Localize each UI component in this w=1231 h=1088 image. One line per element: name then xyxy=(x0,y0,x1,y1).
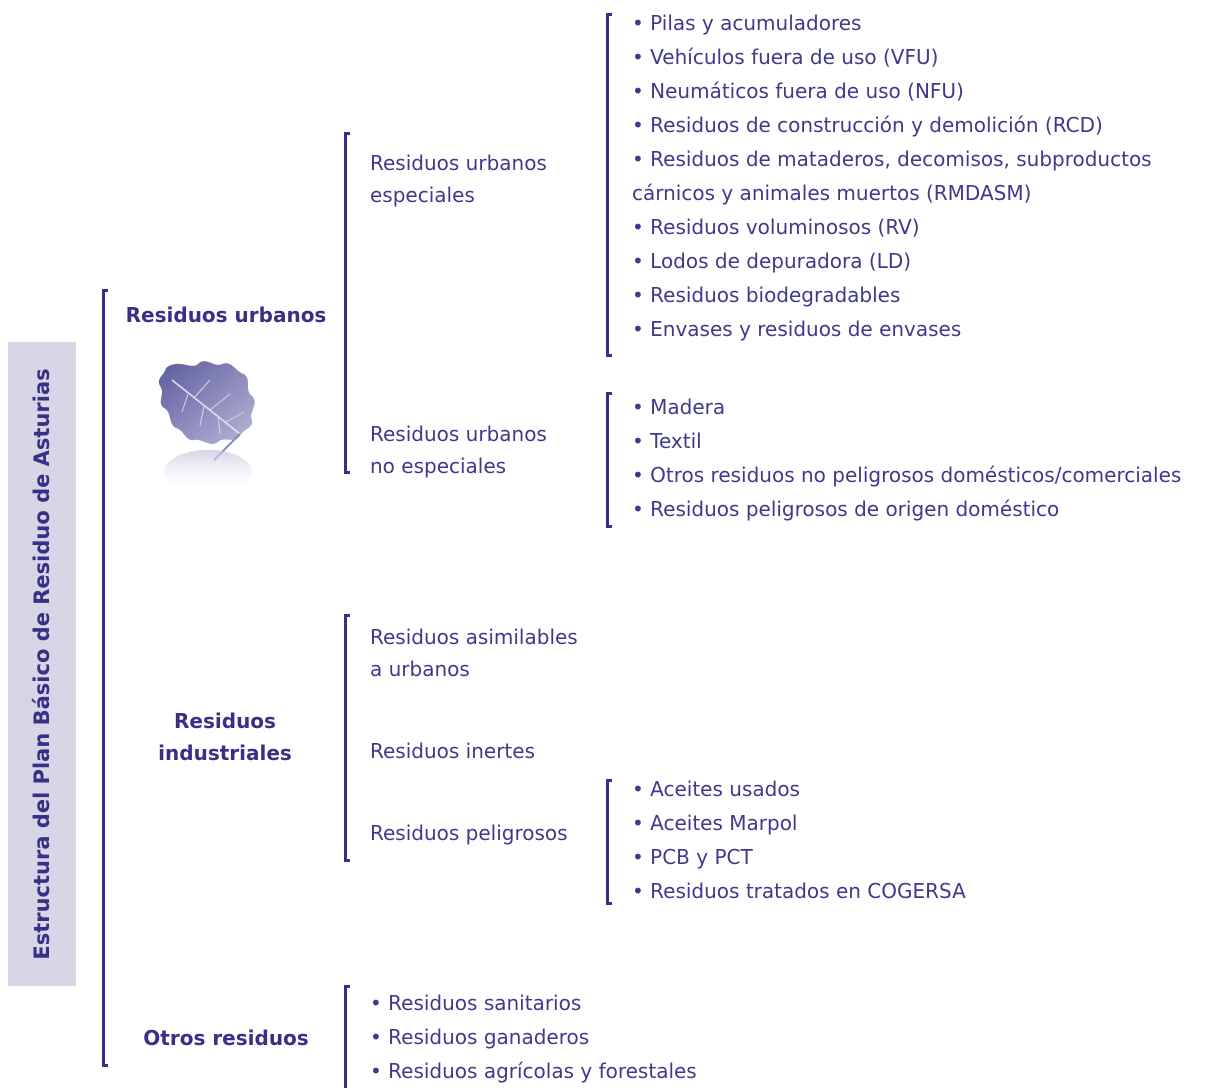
subcategory-asimilables: Residuos asimilables a urbanos xyxy=(370,625,578,681)
peligrosos-items-bracket xyxy=(606,779,612,905)
no-especiales-items-bracket xyxy=(606,392,612,528)
side-title: Estructura del Plan Básico de Residuo de… xyxy=(30,368,54,960)
side-title-box xyxy=(8,342,76,986)
list-item: • Residuos sanitarios xyxy=(370,991,582,1015)
list-item: • Residuos ganaderos xyxy=(370,1025,590,1049)
especiales-items-bracket xyxy=(606,13,612,357)
peligrosos-item-list: • Aceites usados • Aceites Marpol • PCB … xyxy=(632,772,966,908)
category-otros-residuos: Otros residuos xyxy=(143,1026,309,1050)
main-bracket xyxy=(102,289,108,1067)
otros-bracket xyxy=(344,985,350,1088)
industriales-bracket xyxy=(344,614,350,862)
list-item: • Residuos agrícolas y forestales xyxy=(370,1059,697,1083)
list-item: • Residuos tratados en COGERSA xyxy=(632,879,966,903)
subcategory-peligrosos: Residuos peligrosos xyxy=(370,821,568,845)
category-residuos-urbanos: Residuos urbanos xyxy=(125,303,327,327)
list-item: • Residuos peligrosos de origen doméstic… xyxy=(632,497,1060,521)
list-item: • Residuos biodegradables xyxy=(632,283,901,307)
list-item: • Aceites usados xyxy=(632,777,800,801)
list-item: • Envases y residuos de envases xyxy=(632,317,962,341)
list-item: • Neumáticos fuera de uso (NFU) xyxy=(632,79,964,103)
subcategory-urbanos-no-especiales: Residuos urbanos no especiales xyxy=(370,422,547,478)
list-item: • Residuos voluminosos (RV) xyxy=(632,215,920,239)
oak-leaf-icon xyxy=(158,361,255,494)
list-item: • Residuos de mataderos, decomisos, subp… xyxy=(632,147,1152,205)
list-item: • Lodos de depuradora (LD) xyxy=(632,249,912,273)
list-item: • Vehículos fuera de uso (VFU) xyxy=(632,45,939,69)
subcategory-inertes: Residuos inertes xyxy=(370,739,535,763)
category-residuos-industriales: Residuos industriales xyxy=(158,709,292,765)
list-item: • Madera xyxy=(632,395,726,419)
list-item: • PCB y PCT xyxy=(632,845,753,869)
otros-item-list: • Residuos sanitarios • Residuos ganader… xyxy=(370,986,697,1088)
especiales-item-list: • Pilas y acumuladores • Vehículos fuera… xyxy=(632,6,1228,346)
urbanos-bracket xyxy=(344,132,350,474)
list-item: • Otros residuos no peligrosos doméstico… xyxy=(632,463,1182,487)
list-item: • Textil xyxy=(632,429,702,453)
list-item: • Aceites Marpol xyxy=(632,811,798,835)
subcategory-urbanos-especiales: Residuos urbanos especiales xyxy=(370,151,547,207)
list-item: • Pilas y acumuladores xyxy=(632,11,862,35)
no-especiales-item-list: • Madera • Textil • Otros residuos no pe… xyxy=(632,390,1181,526)
list-item: • Residuos de construcción y demolición … xyxy=(632,113,1103,137)
